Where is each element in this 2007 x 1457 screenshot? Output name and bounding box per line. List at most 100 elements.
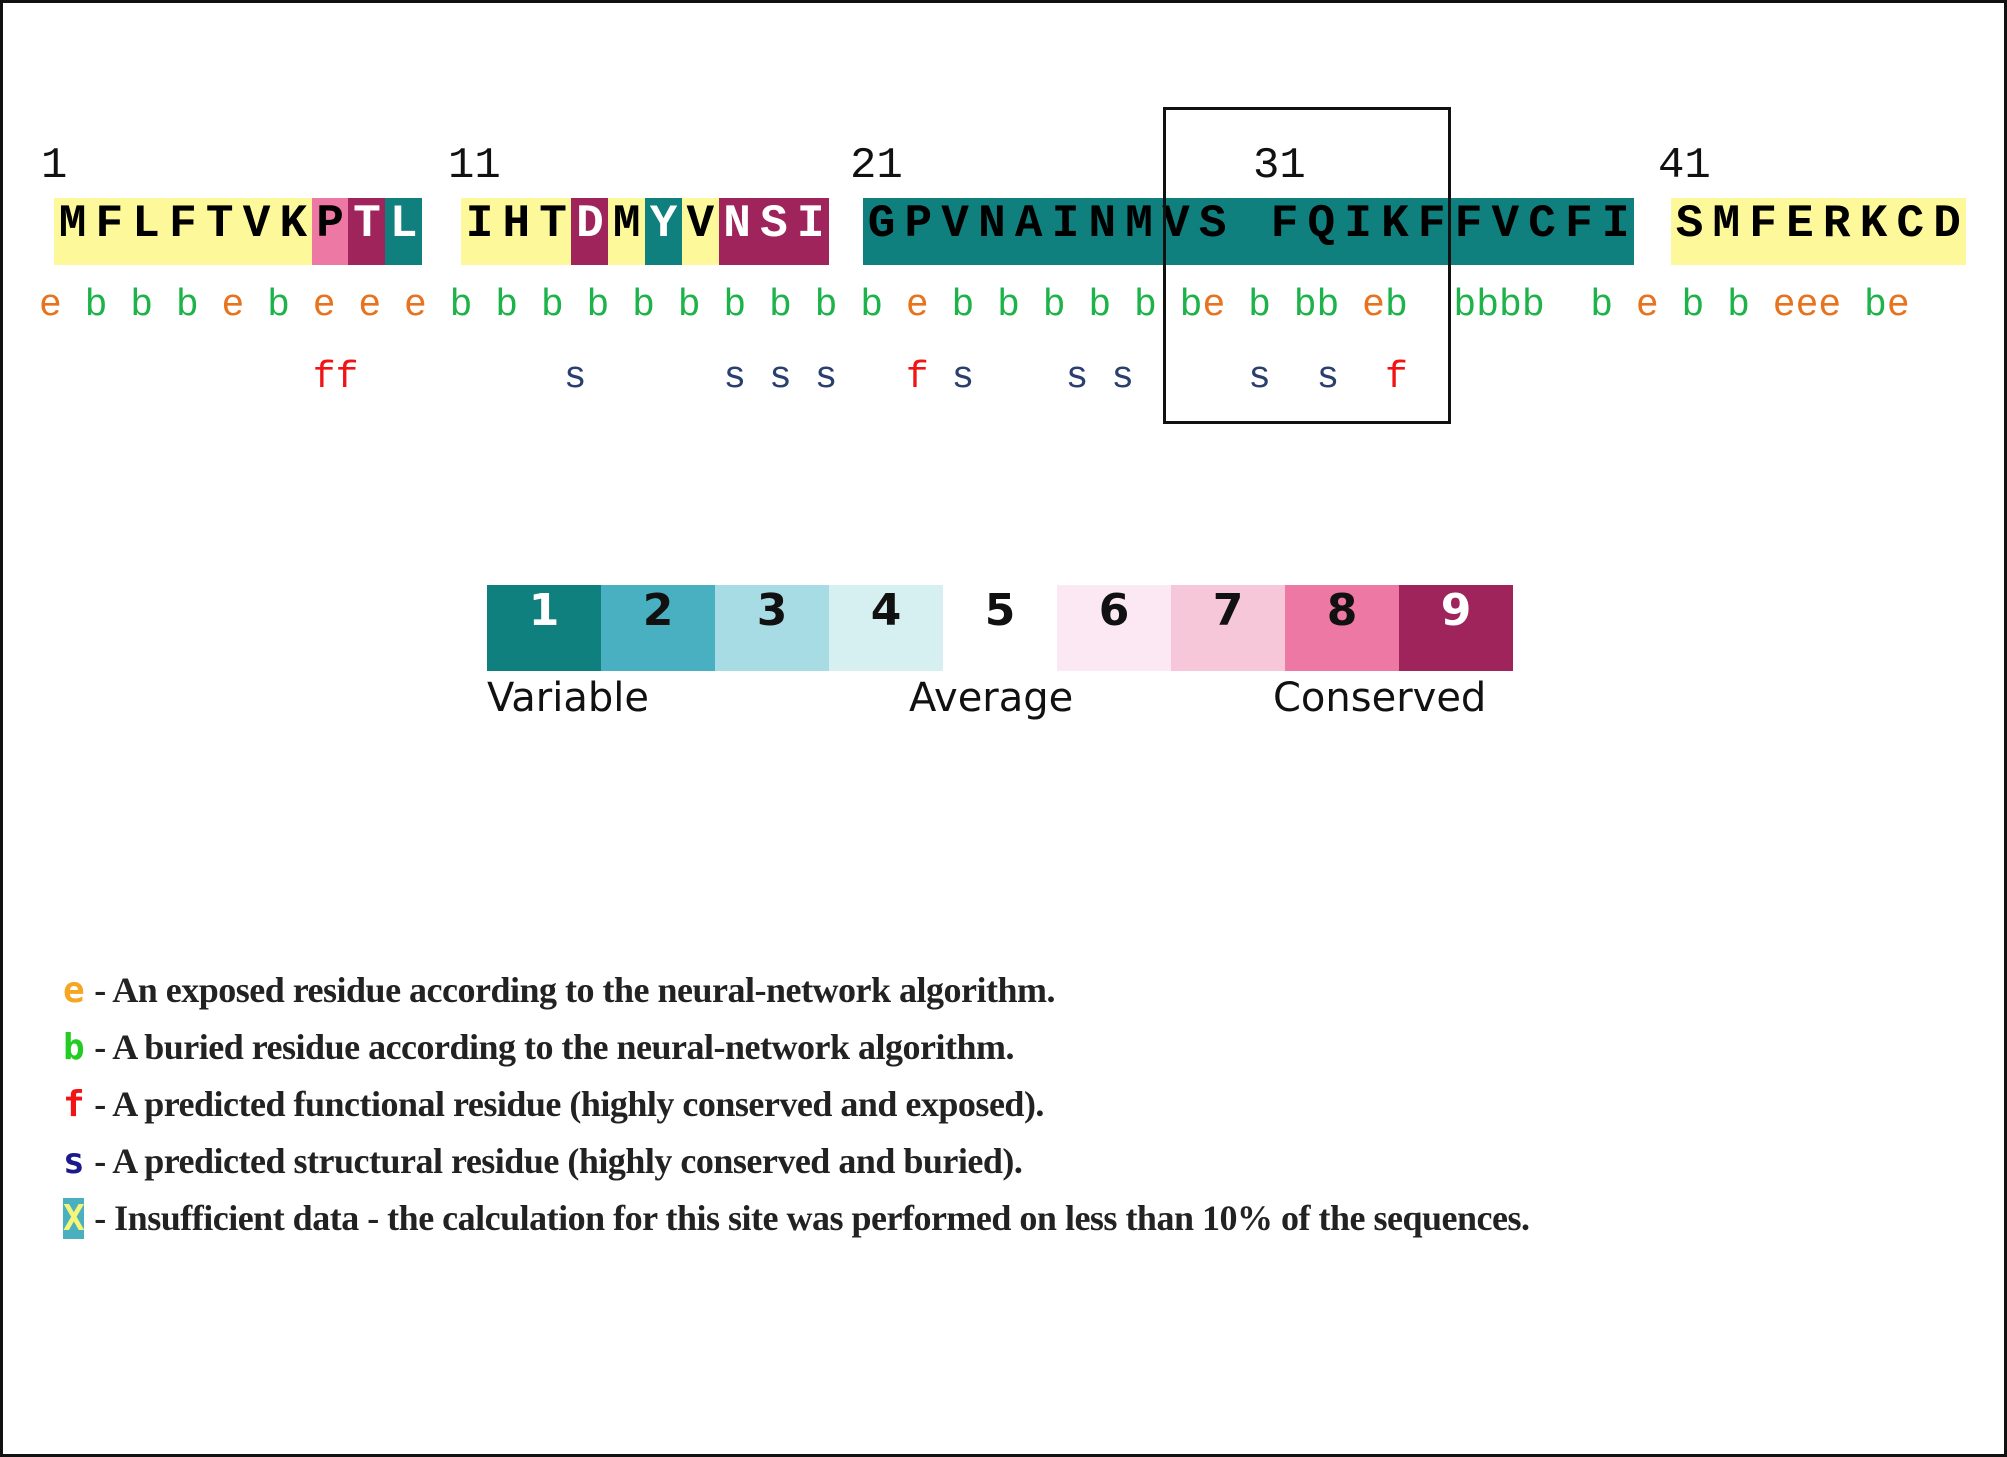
residue: S (755, 198, 793, 265)
scale-cell-3: 3 (715, 585, 829, 671)
annotation-mark: e (1818, 284, 1842, 327)
residue: A (1010, 198, 1048, 265)
annotation-mark: e (312, 284, 336, 327)
legend-item: X- Insufficient data - the calculation f… (63, 1197, 1530, 1239)
residue: I (792, 198, 830, 265)
residue: M (1707, 198, 1745, 265)
legend-item: s- A predicted structural residue (highl… (63, 1140, 1023, 1182)
annotation-mark: s (769, 356, 792, 399)
legend-text: - A predicted structural residue (highly… (94, 1141, 1023, 1181)
annotation-mark: b (1681, 284, 1705, 327)
annotation-mark: s (1248, 356, 1271, 399)
residue: I (461, 198, 498, 265)
residue: R (1818, 198, 1856, 265)
residue: F (1413, 198, 1451, 265)
residue: F (1560, 198, 1598, 265)
residue: N (973, 198, 1011, 265)
annotation-mark: b (449, 284, 473, 327)
annotation-mark: b (1453, 284, 1477, 327)
residue: V (238, 198, 275, 265)
annotation-mark: b (860, 284, 884, 327)
legend-symbol: s (63, 1141, 85, 1182)
position-number: 41 (1658, 141, 1711, 191)
annotation-mark: e (404, 284, 427, 327)
annotation-mark: b (540, 284, 564, 327)
residue: P (311, 198, 349, 265)
residue: G (863, 198, 900, 265)
legend-symbol: e (63, 970, 85, 1011)
annotation-mark: f (1384, 356, 1408, 399)
residue: V (681, 198, 719, 265)
annotation-mark: b (677, 284, 701, 327)
scale-cell-2: 2 (601, 585, 715, 671)
annotation-mark: f (335, 356, 359, 399)
residue: F (1744, 198, 1782, 265)
residue: I (1339, 198, 1377, 265)
annotation-mark: e (39, 284, 62, 327)
annotation-mark: b (586, 284, 610, 327)
annotation-mark: e (1795, 284, 1819, 327)
residue: M (54, 198, 91, 265)
annotation-mark: b (1293, 284, 1317, 327)
scale-cell-8: 8 (1285, 585, 1399, 671)
annotation-mark: e (358, 284, 382, 327)
annotation-mark: b (267, 284, 290, 327)
annotation-mark: b (1476, 284, 1499, 327)
annotation-mark: e (221, 284, 245, 327)
annotation-mark: s (723, 356, 747, 399)
annotation-mark: b (1590, 284, 1614, 327)
annotation-mark: b (1088, 284, 1112, 327)
residue: L (127, 198, 165, 265)
scale-cell-4: 4 (829, 585, 943, 671)
scale-cell-1: 1 (487, 585, 601, 671)
residue: S (1194, 198, 1232, 265)
residue: D (1928, 198, 1966, 265)
annotation-mark: s (814, 356, 838, 399)
annotation-mark: b (1248, 284, 1271, 327)
residue: T (348, 198, 386, 265)
annotation-mark: b (814, 284, 838, 327)
residue: C (1523, 198, 1561, 265)
residue: S (1671, 198, 1708, 265)
annotation-mark: b (130, 284, 154, 327)
annotation-mark: f (312, 356, 336, 399)
legend-text: - An exposed residue according to the ne… (94, 970, 1055, 1010)
residue: C (1891, 198, 1929, 265)
annotation-mark: b (1864, 284, 1887, 327)
residue: Y (645, 198, 682, 265)
position-number: 1 (41, 141, 68, 191)
annotation-mark: b (1179, 284, 1203, 327)
scale-cell-7: 7 (1171, 585, 1285, 671)
annotation-mark: b (1316, 284, 1340, 327)
position-number: 11 (448, 141, 501, 191)
legend-item: f- A predicted functional residue (highl… (63, 1083, 1044, 1125)
annotation-mark: b (1499, 284, 1522, 327)
residue: T (534, 198, 572, 265)
annotation-mark: b (1042, 284, 1066, 327)
annotation-mark: e (1202, 284, 1226, 327)
position-number: 21 (850, 141, 903, 191)
residue: I (1047, 198, 1084, 265)
residue: F (1266, 198, 1303, 265)
annotation-mark: b (1384, 284, 1408, 327)
annotation-mark: s (951, 356, 975, 399)
annotation-mark: b (1134, 284, 1157, 327)
annotation-mark: b (723, 284, 747, 327)
annotation-mark: b (997, 284, 1020, 327)
annotation-mark: b (951, 284, 975, 327)
scale-label-conserved: Conserved (1273, 675, 1487, 721)
teal-gap-filler (1231, 198, 1267, 265)
annotation-mark: b (175, 284, 199, 327)
residue: F (1450, 198, 1487, 265)
scale-cell-6: 6 (1057, 585, 1171, 671)
annotation-mark: e (905, 284, 929, 327)
annotation-mark: e (1772, 284, 1796, 327)
legend-text: - Insufficient data - the calculation fo… (94, 1198, 1530, 1238)
scale-cell-9: 9 (1399, 585, 1513, 671)
residue: F (164, 198, 202, 265)
scale-label-average: Average (909, 675, 1074, 721)
annotation-mark: b (632, 284, 655, 327)
annotation-mark: s (1111, 356, 1134, 399)
scale-label-variable: Variable (487, 675, 649, 721)
